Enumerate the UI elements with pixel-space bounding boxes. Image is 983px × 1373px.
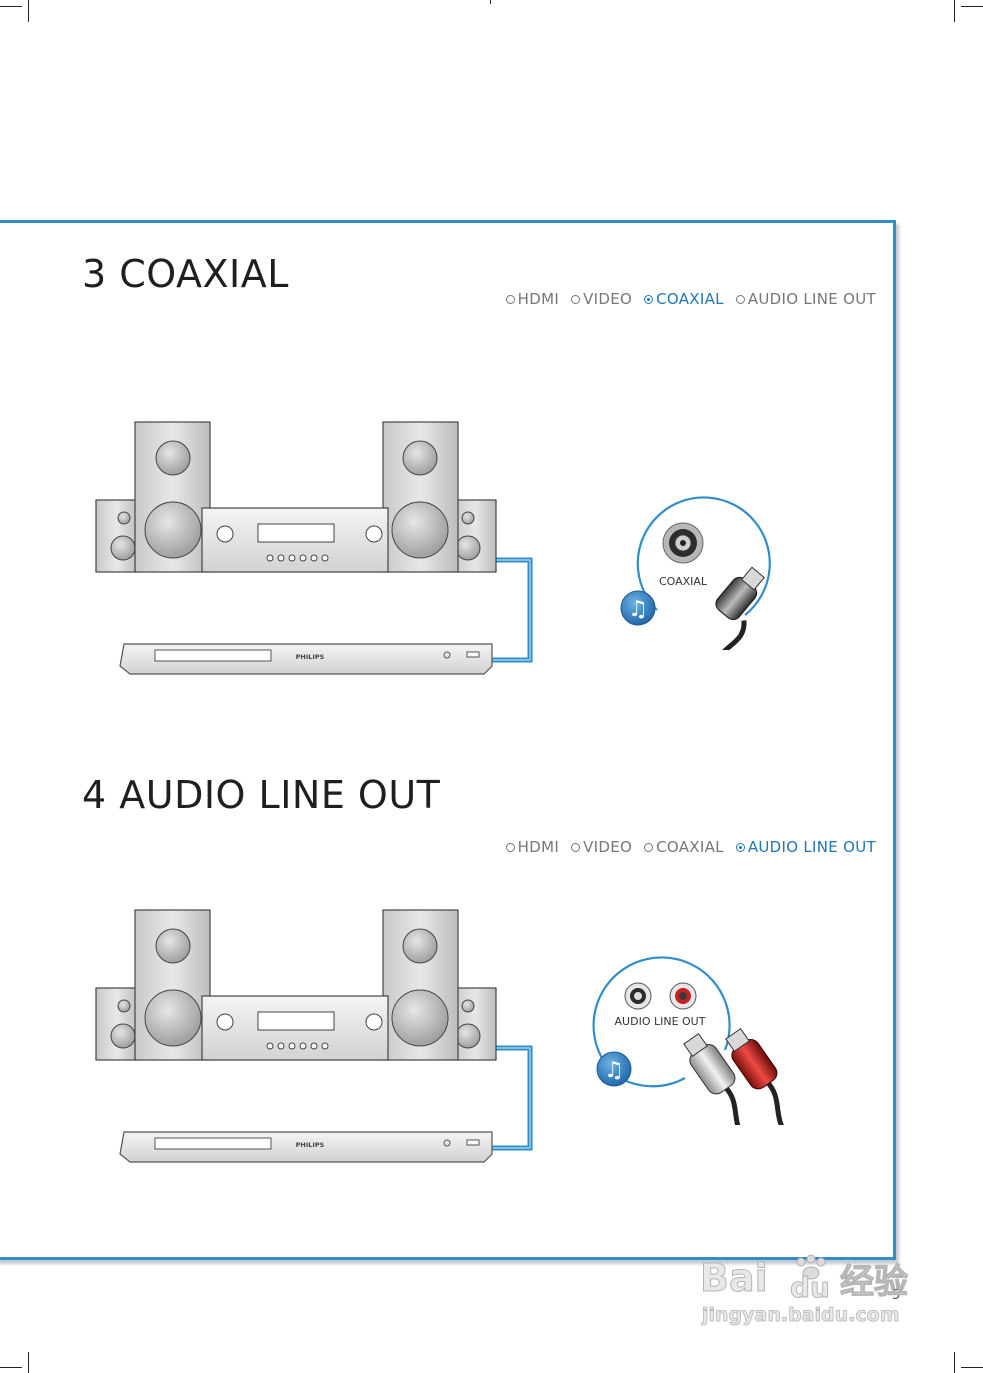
option-coaxial: COAXIAL xyxy=(644,838,724,856)
connection-diagram-audio-line-out: PHILIPS xyxy=(95,909,533,1163)
option-video: VIDEO xyxy=(571,290,632,308)
content-frame xyxy=(0,220,896,1260)
audio-cable xyxy=(490,557,533,663)
port-label: COAXIAL xyxy=(659,575,708,588)
audio-line-out-port-closeup: AUDIO LINE OUT ♫ xyxy=(592,956,793,1125)
crop-mark xyxy=(954,1352,955,1373)
right-tower-speaker xyxy=(382,909,459,1061)
option-audio-line-out: AUDIO LINE OUT xyxy=(735,838,876,856)
svg-text:♫: ♫ xyxy=(628,597,648,622)
paw-icon xyxy=(796,1254,826,1280)
crop-mark xyxy=(490,0,491,4)
radio-icon xyxy=(571,294,581,304)
left-tower-speaker xyxy=(134,909,211,1061)
av-receiver xyxy=(201,995,389,1061)
output-options-coaxial: HDMI VIDEO COAXIAL AUDIO LINE OUT xyxy=(505,290,876,308)
left-satellite-speaker xyxy=(95,499,139,573)
option-coaxial: COAXIAL xyxy=(644,290,724,308)
option-hdmi: HDMI xyxy=(505,290,559,308)
player-brand: PHILIPS xyxy=(296,1141,325,1149)
baidu-jingyan-watermark: Bai du 经验 jingyan.baidu.com xyxy=(700,1254,909,1326)
crop-mark xyxy=(28,0,29,22)
output-options-audio-line-out: HDMI VIDEO COAXIAL AUDIO LINE OUT xyxy=(505,838,876,856)
red-rca-jack xyxy=(669,982,697,1010)
av-receiver xyxy=(201,507,389,573)
music-note-icon: ♫ xyxy=(620,590,656,626)
radio-icon xyxy=(505,842,515,852)
svg-text:♫: ♫ xyxy=(604,1058,624,1083)
coaxial-jack xyxy=(662,522,704,564)
crop-mark xyxy=(28,1352,29,1373)
blu-ray-player: PHILIPS xyxy=(119,1131,493,1163)
white-rca-jack xyxy=(624,982,652,1010)
red-rca-plug xyxy=(725,1028,793,1125)
svg-text:经验: 经验 xyxy=(840,1262,908,1302)
option-video: VIDEO xyxy=(571,838,632,856)
option-hdmi: HDMI xyxy=(505,838,559,856)
svg-text:du: du xyxy=(790,1271,830,1304)
coaxial-port-closeup: COAXIAL ♫ xyxy=(620,496,771,650)
radio-selected-icon xyxy=(735,842,745,852)
section-title-audio-line-out: 4 AUDIO LINE OUT xyxy=(82,773,441,817)
port-label: AUDIO LINE OUT xyxy=(615,1015,706,1028)
svg-text:Bai: Bai xyxy=(700,1256,768,1300)
white-rca-plug xyxy=(683,1033,751,1125)
blu-ray-player: PHILIPS xyxy=(119,643,493,675)
player-brand: PHILIPS xyxy=(296,653,325,661)
radio-icon xyxy=(505,294,515,304)
radio-icon xyxy=(644,842,654,852)
radio-icon xyxy=(735,294,745,304)
connection-diagram-coaxial: PHILIPS xyxy=(95,421,533,675)
right-satellite-speaker xyxy=(453,987,497,1061)
crop-mark xyxy=(0,6,22,7)
radio-selected-icon xyxy=(644,294,654,304)
left-satellite-speaker xyxy=(95,987,139,1061)
crop-mark xyxy=(961,6,983,7)
page-number: 5 xyxy=(892,1288,901,1303)
music-note-icon: ♫ xyxy=(596,1051,632,1087)
section-title-coaxial: 3 COAXIAL xyxy=(82,252,289,296)
left-tower-speaker xyxy=(134,421,211,573)
right-satellite-speaker xyxy=(453,499,497,573)
crop-mark xyxy=(954,0,955,22)
right-tower-speaker xyxy=(382,421,459,573)
crop-mark xyxy=(961,1367,983,1368)
audio-cable xyxy=(490,1045,533,1151)
svg-text:jingyan.baidu.com: jingyan.baidu.com xyxy=(701,1304,900,1326)
radio-icon xyxy=(571,842,581,852)
option-audio-line-out: AUDIO LINE OUT xyxy=(735,290,876,308)
crop-mark xyxy=(0,1367,22,1368)
coaxial-plug xyxy=(713,566,765,650)
